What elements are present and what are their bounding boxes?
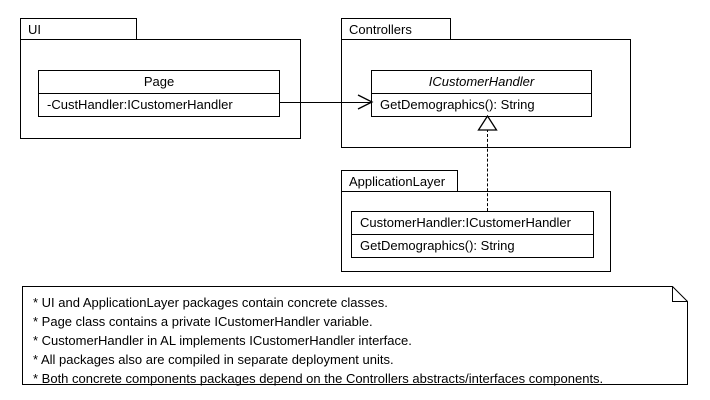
interface-name-icustomerhandler: ICustomerHandler [372,71,591,94]
package-label-controllers: Controllers [349,21,412,37]
note-line-5: * Both concrete components packages depe… [33,371,604,386]
note-shape-icon [22,286,688,385]
package-label-ui: UI [28,21,41,37]
hollow-triangle-icon [477,115,498,131]
class-name-customerhandler: CustomerHandler:ICustomerHandler [352,212,593,235]
association-line-page-to-icustomerhandler [280,102,371,103]
interface-operation-getdemographics: GetDemographics(): String [380,97,535,112]
package-tab-controllers[interactable]: Controllers [341,18,451,40]
class-attribute-page-custhandler: -CustHandler:ICustomerHandler [47,97,233,112]
realization-line-customerhandler-to-icustomerhandler [487,129,488,211]
package-label-applicationlayer: ApplicationLayer [349,173,446,189]
note-text-block: * UI and ApplicationLayer packages conta… [33,293,603,388]
class-name-page: Page [39,71,279,94]
note-line-4: * All packages also are compiled in sepa… [33,352,394,367]
note-line-1: * UI and ApplicationLayer packages conta… [33,295,388,310]
package-tab-ui[interactable]: UI [20,18,137,40]
class-operation-getdemographics: GetDemographics(): String [360,238,515,253]
open-arrowhead-icon [357,94,374,110]
note-line-3: * CustomerHandler in AL implements ICust… [33,333,412,348]
class-box-page[interactable]: Page -CustHandler:ICustomerHandler [38,70,280,117]
class-box-icustomerhandler[interactable]: ICustomerHandler GetDemographics(): Stri… [371,70,592,117]
class-box-customerhandler[interactable]: CustomerHandler:ICustomerHandler GetDemo… [351,211,594,258]
note-line-2: * Page class contains a private ICustome… [33,314,373,329]
diagram-note[interactable]: * UI and ApplicationLayer packages conta… [22,286,688,388]
package-tab-applicationlayer[interactable]: ApplicationLayer [341,170,458,192]
